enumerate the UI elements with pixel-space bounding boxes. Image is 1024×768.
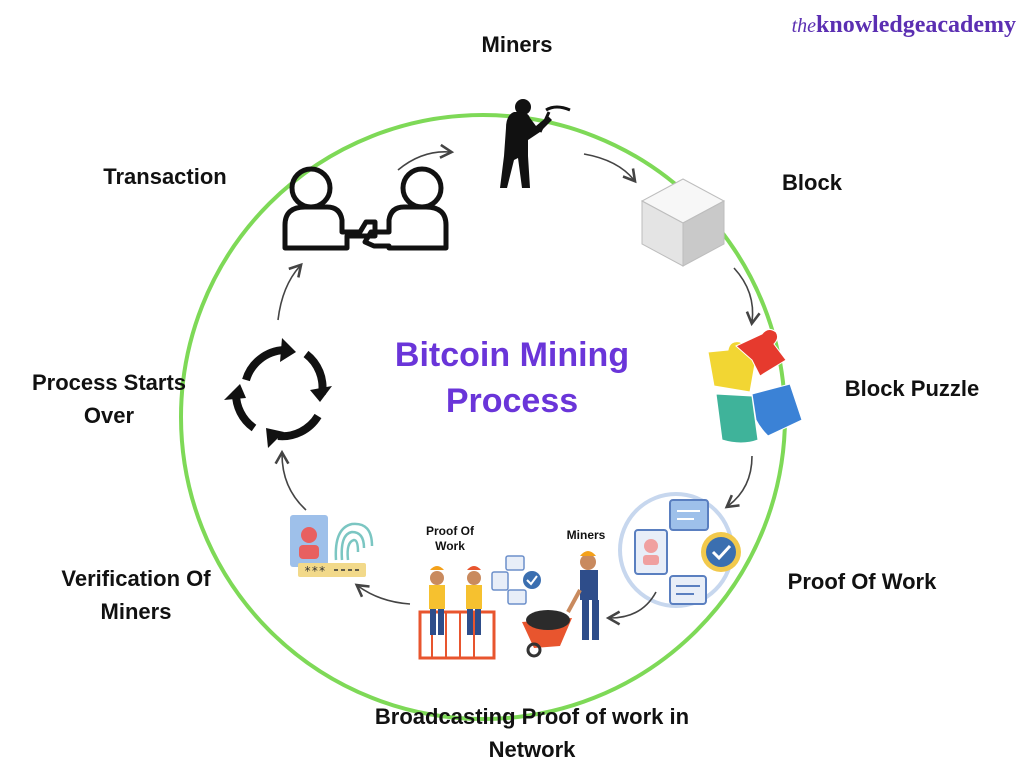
arrow-verification-to-restart xyxy=(274,449,307,511)
diagram-title-line1: Bitcoin Mining xyxy=(394,336,630,374)
label-broadcasting-line2: Network xyxy=(488,737,576,762)
brand-logo: theknowledgeacademy xyxy=(792,12,1016,39)
arrow-block-to-puzzle xyxy=(733,267,761,327)
arrow-transaction-to-miners xyxy=(397,143,455,171)
label-verification: Verification Of Miners xyxy=(40,562,232,628)
label-transaction: Transaction xyxy=(103,164,227,189)
diagram-title-line2: Process xyxy=(445,382,579,420)
inner-label-miners: Miners xyxy=(566,528,606,542)
inner-label-proof-of-work-line1: Proof Of xyxy=(426,524,474,538)
brand-logo-prefix: the xyxy=(791,15,816,37)
arrow-broadcast-to-verification xyxy=(354,583,411,605)
arrow-miners-to-block xyxy=(583,153,637,184)
inner-label-proof-of-work: Proof Of Work xyxy=(414,524,486,554)
label-process-starts-over-line1: Process Starts xyxy=(31,370,187,395)
refresh-cycle-icon xyxy=(231,346,327,441)
flow-arrows xyxy=(274,143,761,626)
fingerprint-id-icon: *** xyxy=(290,515,374,578)
diagram-title: Bitcoin Mining Process xyxy=(352,332,672,424)
inner-label-proof-of-work-line2: Work xyxy=(435,539,465,553)
arrow-puzzle-to-proof xyxy=(724,455,753,509)
label-broadcasting-line1: Broadcasting Proof of work in xyxy=(374,704,690,729)
label-miners: Miners xyxy=(481,32,553,57)
label-broadcasting: Broadcasting Proof of work in Network xyxy=(342,700,722,766)
label-proof-of-work: Proof Of Work xyxy=(787,569,937,594)
proof-of-work-network-icon xyxy=(618,492,741,608)
label-process-starts-over: Process Starts Over xyxy=(14,366,204,432)
svg-text:***: *** xyxy=(304,564,326,578)
arrow-proof-to-broadcast xyxy=(605,591,657,626)
label-verification-line1: Verification Of xyxy=(61,566,211,591)
label-verification-line2: Miners xyxy=(100,599,172,624)
broadcasting-workers-icon xyxy=(418,551,599,660)
arrow-restart-to-transaction xyxy=(277,262,303,321)
block-cube-icon xyxy=(640,178,726,267)
brand-logo-name: knowledgeacademy xyxy=(816,12,1016,38)
label-process-starts-over-line2: Over xyxy=(83,403,135,428)
puzzle-pieces-icon xyxy=(707,328,803,444)
label-block: Block xyxy=(782,170,842,195)
refresh-cycle-arrowheads xyxy=(224,338,332,448)
handshake-icon xyxy=(282,166,449,251)
label-block-puzzle: Block Puzzle xyxy=(844,376,980,401)
miner-silhouette-icon xyxy=(500,99,571,188)
